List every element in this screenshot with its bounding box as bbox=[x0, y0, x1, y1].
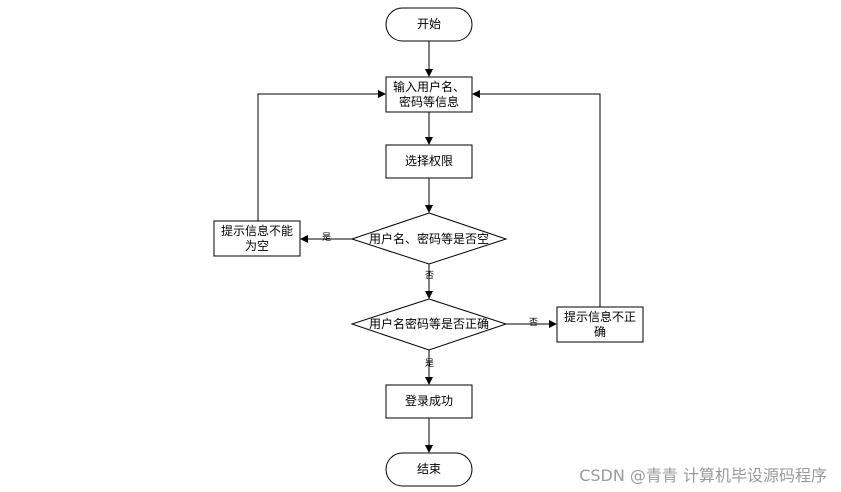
decision-empty-label: 用户名、密码等是否空 bbox=[368, 231, 489, 246]
end-terminator bbox=[385, 452, 473, 487]
end-label: 结束 bbox=[416, 462, 441, 476]
start-label: 开始 bbox=[416, 17, 441, 31]
input-box bbox=[385, 76, 473, 113]
prompt-empty-box bbox=[213, 220, 301, 257]
arrow-prompt-incorrect-back-to-input bbox=[472, 90, 601, 307]
decision-correct-label: 用户名密码等是否正确 bbox=[368, 316, 489, 331]
branch-yes-empty-label: 是 bbox=[322, 233, 332, 243]
watermark-text: CSDN @青青 计算机毕设源码程序 bbox=[579, 466, 827, 485]
prompt-incorrect-box bbox=[556, 306, 644, 343]
prompt-incorrect-label: 提示信息不正 确 bbox=[563, 309, 636, 339]
arrow-prompt-empty-back-to-input bbox=[257, 90, 386, 221]
select-permission-box bbox=[385, 144, 473, 179]
input-label: 输入用户名、 密码等信息 bbox=[392, 79, 465, 109]
login-success-label: 登录成功 bbox=[404, 394, 453, 408]
select-permission-label: 选择权限 bbox=[404, 154, 453, 168]
branch-no-empty-label: 否 bbox=[425, 271, 435, 281]
branch-no-correct-label: 否 bbox=[529, 318, 539, 328]
login-success-box bbox=[385, 384, 473, 419]
prompt-empty-label: 提示信息不能 为空 bbox=[220, 223, 293, 253]
branch-yes-correct-label: 是 bbox=[425, 359, 435, 369]
